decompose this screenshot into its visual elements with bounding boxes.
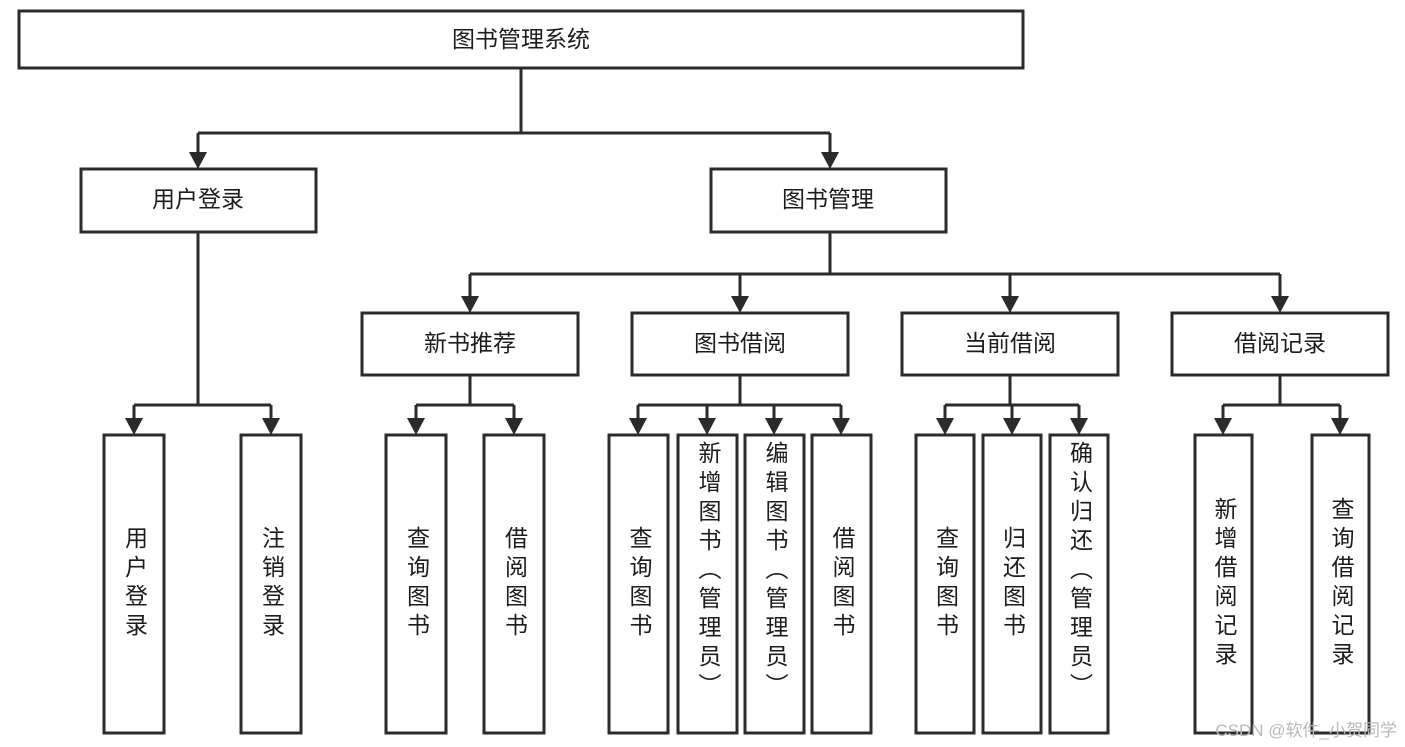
- user-login-label: 用户登录: [152, 186, 244, 212]
- leaf-add-borrow-record-box[interactable]: [1193, 433, 1254, 735]
- arrowhead-user-login: [189, 152, 207, 169]
- arrowhead-leaf-add-book-admin: [698, 418, 716, 435]
- node-user-login[interactable]: 用户登录: [79, 167, 318, 234]
- book-manage-label: 图书管理: [782, 186, 874, 212]
- new-book-recommend-label: 新书推荐: [424, 330, 516, 356]
- leaf-confirm-return-admin-label: 确认归还（管理员）: [1066, 441, 1093, 702]
- node-root[interactable]: 图书管理系统: [17, 9, 1025, 70]
- node-book-borrow[interactable]: 图书借阅: [630, 311, 850, 377]
- leaf-box-layer: [102, 433, 1371, 735]
- leaf-logout-login-label: 注销登录: [258, 526, 285, 642]
- leaf-logout-login-fo: 注销登录: [258, 526, 285, 642]
- leaf-borrow-book-1-box[interactable]: [482, 433, 546, 735]
- arrowhead-leaf-confirm-return-admin: [1070, 418, 1088, 435]
- leaf-add-borrow-record-label: 新增借阅记录: [1211, 497, 1237, 671]
- leaf-add-book-admin-label: 新增图书（管理员）: [695, 441, 721, 702]
- leaf-query-book-1-label: 查询图书: [403, 526, 430, 642]
- leaf-user-login-box[interactable]: [102, 433, 166, 735]
- leaf-add-borrow-record-fo: 新增借阅记录: [1211, 497, 1237, 671]
- leaf-edit-book-admin-box[interactable]: [743, 433, 806, 735]
- leaf-edit-book-admin-fo: 编辑图书（管理员）: [762, 441, 788, 702]
- leaf-query-book-2-fo: 查询图书: [626, 526, 652, 642]
- borrow-record-label: 借阅记录: [1234, 330, 1326, 356]
- leaf-query-book-3-box[interactable]: [914, 433, 976, 735]
- leaf-add-book-admin-fo: 新增图书（管理员）: [695, 441, 721, 702]
- arrowhead-leaf-query-borrow-record: [1331, 418, 1349, 435]
- current-borrow-label: 当前借阅: [964, 330, 1056, 356]
- leaf-query-borrow-record-label: 查询借阅记录: [1328, 497, 1354, 671]
- leaf-return-book-label: 归还图书: [999, 526, 1026, 642]
- leaf-confirm-return-admin-fo: 确认归还（管理员）: [1066, 441, 1093, 702]
- book-borrow-box[interactable]: [630, 311, 850, 377]
- arrowhead-borrow-record: [1271, 296, 1289, 313]
- current-borrow-box[interactable]: [900, 311, 1120, 377]
- connector-layer: [125, 68, 1349, 435]
- node-new-book-recommend[interactable]: 新书推荐: [360, 311, 580, 377]
- arrowhead-leaf-return-book: [1003, 418, 1021, 435]
- leaf-label-layer: 用户登录 注销登录 查询图书 借阅图书 查询图书: [121, 441, 1355, 702]
- leaf-borrow-book-2-fo: 借阅图书: [829, 526, 855, 642]
- leaf-query-borrow-record-fo: 查询借阅记录: [1328, 497, 1354, 671]
- arrowhead-new-book-recommend: [461, 296, 479, 313]
- new-book-recommend-box[interactable]: [360, 311, 580, 377]
- leaf-return-book-fo: 归还图书: [999, 526, 1026, 642]
- user-login-box[interactable]: [79, 167, 318, 234]
- root-box[interactable]: [17, 9, 1025, 70]
- leaf-query-book-3-fo: 查询图书: [932, 526, 959, 642]
- leaf-confirm-return-admin-box[interactable]: [1048, 433, 1110, 735]
- leaf-query-book-2-label: 查询图书: [626, 526, 652, 642]
- arrowhead-leaf-edit-book-admin: [765, 418, 783, 435]
- leaf-borrow-book-1-fo: 借阅图书: [501, 526, 528, 642]
- arrowhead-leaf-query-book-1: [407, 418, 425, 435]
- leaf-query-book-1-fo: 查询图书: [403, 526, 430, 642]
- book-borrow-label: 图书借阅: [694, 330, 786, 356]
- leaf-edit-book-admin-label: 编辑图书（管理员）: [762, 441, 788, 702]
- node-borrow-record[interactable]: 借阅记录: [1170, 311, 1390, 377]
- leaf-borrow-book-2-label: 借阅图书: [829, 526, 855, 642]
- leaf-user-login-label: 用户登录: [121, 526, 148, 642]
- node-book-manage[interactable]: 图书管理: [709, 167, 948, 234]
- leaf-borrow-book-2-box[interactable]: [810, 433, 873, 735]
- leaf-logout-login-box[interactable]: [239, 433, 303, 735]
- arrowhead-book-borrow: [731, 296, 749, 313]
- borrow-record-box[interactable]: [1170, 311, 1390, 377]
- root-label: 图书管理系统: [452, 26, 590, 52]
- leaf-query-book-1-box[interactable]: [384, 433, 448, 735]
- leaf-add-book-admin-box[interactable]: [676, 433, 739, 735]
- leaf-return-book-box[interactable]: [981, 433, 1043, 735]
- arrowhead-leaf-borrow-book-2: [832, 418, 850, 435]
- arrowhead-current-borrow: [1001, 296, 1019, 313]
- book-manage-box[interactable]: [709, 167, 948, 234]
- arrowhead-leaf-logout-login: [262, 418, 280, 435]
- arrowhead-leaf-query-book-2: [629, 418, 647, 435]
- arrowhead-leaf-add-borrow-record: [1214, 418, 1232, 435]
- arrowhead-leaf-user-login: [125, 418, 143, 435]
- leaf-query-book-2-box[interactable]: [607, 433, 670, 735]
- node-current-borrow[interactable]: 当前借阅: [900, 311, 1120, 377]
- leaf-user-login-fo: 用户登录: [121, 526, 148, 642]
- arrowhead-leaf-borrow-book-1: [505, 418, 523, 435]
- arrowhead-book-manage: [821, 152, 839, 169]
- leaf-query-borrow-record-box[interactable]: [1310, 433, 1371, 735]
- leaf-borrow-book-1-label: 借阅图书: [501, 526, 528, 642]
- arrowhead-leaf-query-book-3: [936, 418, 954, 435]
- leaf-query-book-3-label: 查询图书: [932, 526, 959, 642]
